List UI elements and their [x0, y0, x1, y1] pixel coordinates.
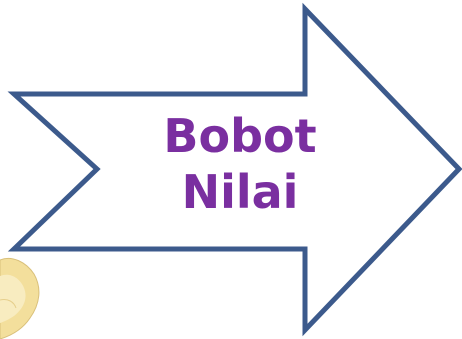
arrow-label-line-1: Bobot [163, 109, 317, 163]
ribbon-decoration-icon [0, 257, 40, 339]
chevron-arrow-shape [7, 2, 462, 337]
arrow-label: Bobot Nilai [140, 108, 340, 220]
arrow-label-line-2: Nilai [181, 165, 299, 219]
